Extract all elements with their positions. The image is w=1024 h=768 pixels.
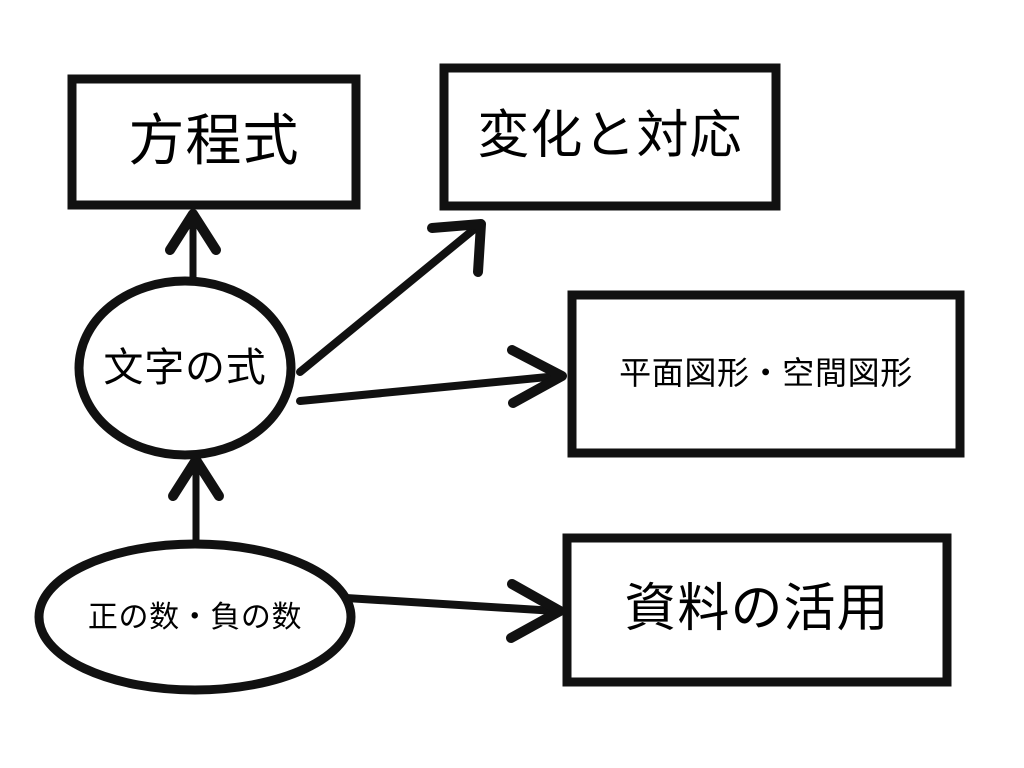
node-letter-expressions-shape[interactable]: [74, 276, 296, 460]
edge-numbers-to-data: [342, 579, 565, 643]
node-change-and-correspondence-shape[interactable]: [439, 63, 781, 211]
node-use-of-data-shape[interactable]: [562, 533, 952, 687]
arrowhead: [507, 345, 567, 408]
node-plane-and-spatial-figures-shape[interactable]: [567, 290, 965, 458]
arrowhead: [427, 219, 486, 277]
arrowhead: [165, 209, 221, 255]
edge-letter-to-change: [296, 219, 486, 376]
edges-layer: [165, 209, 567, 643]
edge-line: [296, 222, 482, 376]
node-positive-and-negative-numbers-shape[interactable]: [34, 539, 356, 695]
node-equations-shape[interactable]: [67, 74, 361, 210]
edge-numbers-to-letter: [168, 455, 224, 548]
nodes-layer: [34, 63, 965, 695]
arrowhead: [506, 579, 565, 643]
edge-line: [342, 594, 560, 615]
edge-letter-to-figures: [296, 345, 567, 408]
arrowhead: [168, 455, 224, 501]
edge-line: [296, 372, 562, 405]
